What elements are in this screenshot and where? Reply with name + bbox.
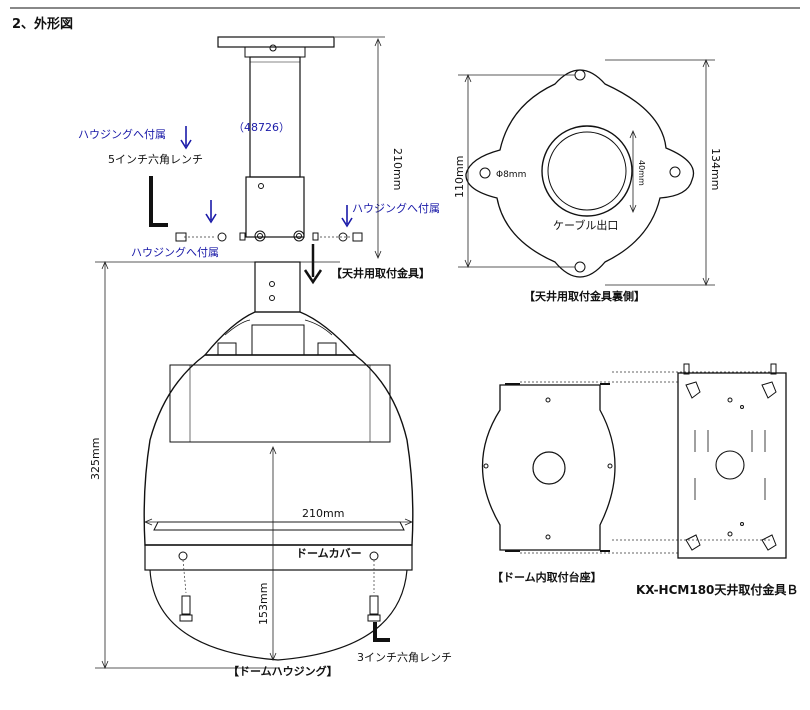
housing-attached-label-3: ハウジングへ付属 <box>352 201 440 215</box>
dimension-325 <box>95 260 280 670</box>
wrench-3-label: 3インチ六角レンチ <box>357 651 452 664</box>
phi8-label: Φ8mm <box>496 170 526 180</box>
dome-cover-label: ドームカバー <box>296 547 362 560</box>
section-title: 2、外形図 <box>12 16 73 32</box>
dome-housing <box>143 261 414 661</box>
connection-lines <box>520 371 770 554</box>
dimension-110-label: 110mm <box>453 156 466 198</box>
dimension-210-width-label: 210mm <box>302 507 344 520</box>
dimension-40-label: 40mm <box>637 160 646 186</box>
cable-outlet-label: ケーブル出口 <box>553 218 618 232</box>
screw-left <box>175 232 227 242</box>
dimension-153-label: 153mm <box>257 583 270 625</box>
dimension-134-label: 134mm <box>709 148 722 190</box>
screw-right <box>320 232 363 242</box>
ceiling-bracket-back-label: 【天井用取付金具裏側】 <box>524 289 645 303</box>
dimension-40 <box>629 129 637 214</box>
kx-hcm180-bracket <box>677 363 787 559</box>
dimension-210-vertical <box>335 36 385 260</box>
dimension-153 <box>269 445 277 662</box>
housing-attached-label-1: ハウジングへ付属 <box>78 127 166 141</box>
down-arrow-icon <box>303 244 323 285</box>
housing-attached-label-2: ハウジングへ付属 <box>131 245 219 259</box>
dome-housing-label: 【ドームハウジング】 <box>228 664 338 678</box>
kx-bracket-label: KX-HCM180天井取付金具Ｂ <box>636 582 798 597</box>
dimension-134 <box>605 58 715 287</box>
dome-screw-right <box>367 560 381 622</box>
ceiling-bracket-label: 【天井用取付金具】 <box>331 266 430 280</box>
ceiling-mount-bracket <box>217 36 335 242</box>
ceiling-bracket-back <box>465 69 695 278</box>
wrench-5-label: 5インチ六角レンチ <box>108 153 203 166</box>
dimension-110 <box>458 73 575 269</box>
dome-mount-base <box>481 383 616 552</box>
dome-screw-left <box>179 559 193 622</box>
hex-wrench-5-icon <box>149 176 168 227</box>
dimension-325-label: 325mm <box>89 438 102 480</box>
dimension-210-width <box>143 518 414 526</box>
dimension-210-vertical-label: 210mm <box>391 148 404 190</box>
hex-wrench-3-icon <box>373 622 390 642</box>
dome-mount-base-label: 【ドーム内取付台座】 <box>492 570 602 584</box>
part-number-label: （48726） <box>233 121 290 134</box>
blue-arrow-icon <box>180 126 353 228</box>
